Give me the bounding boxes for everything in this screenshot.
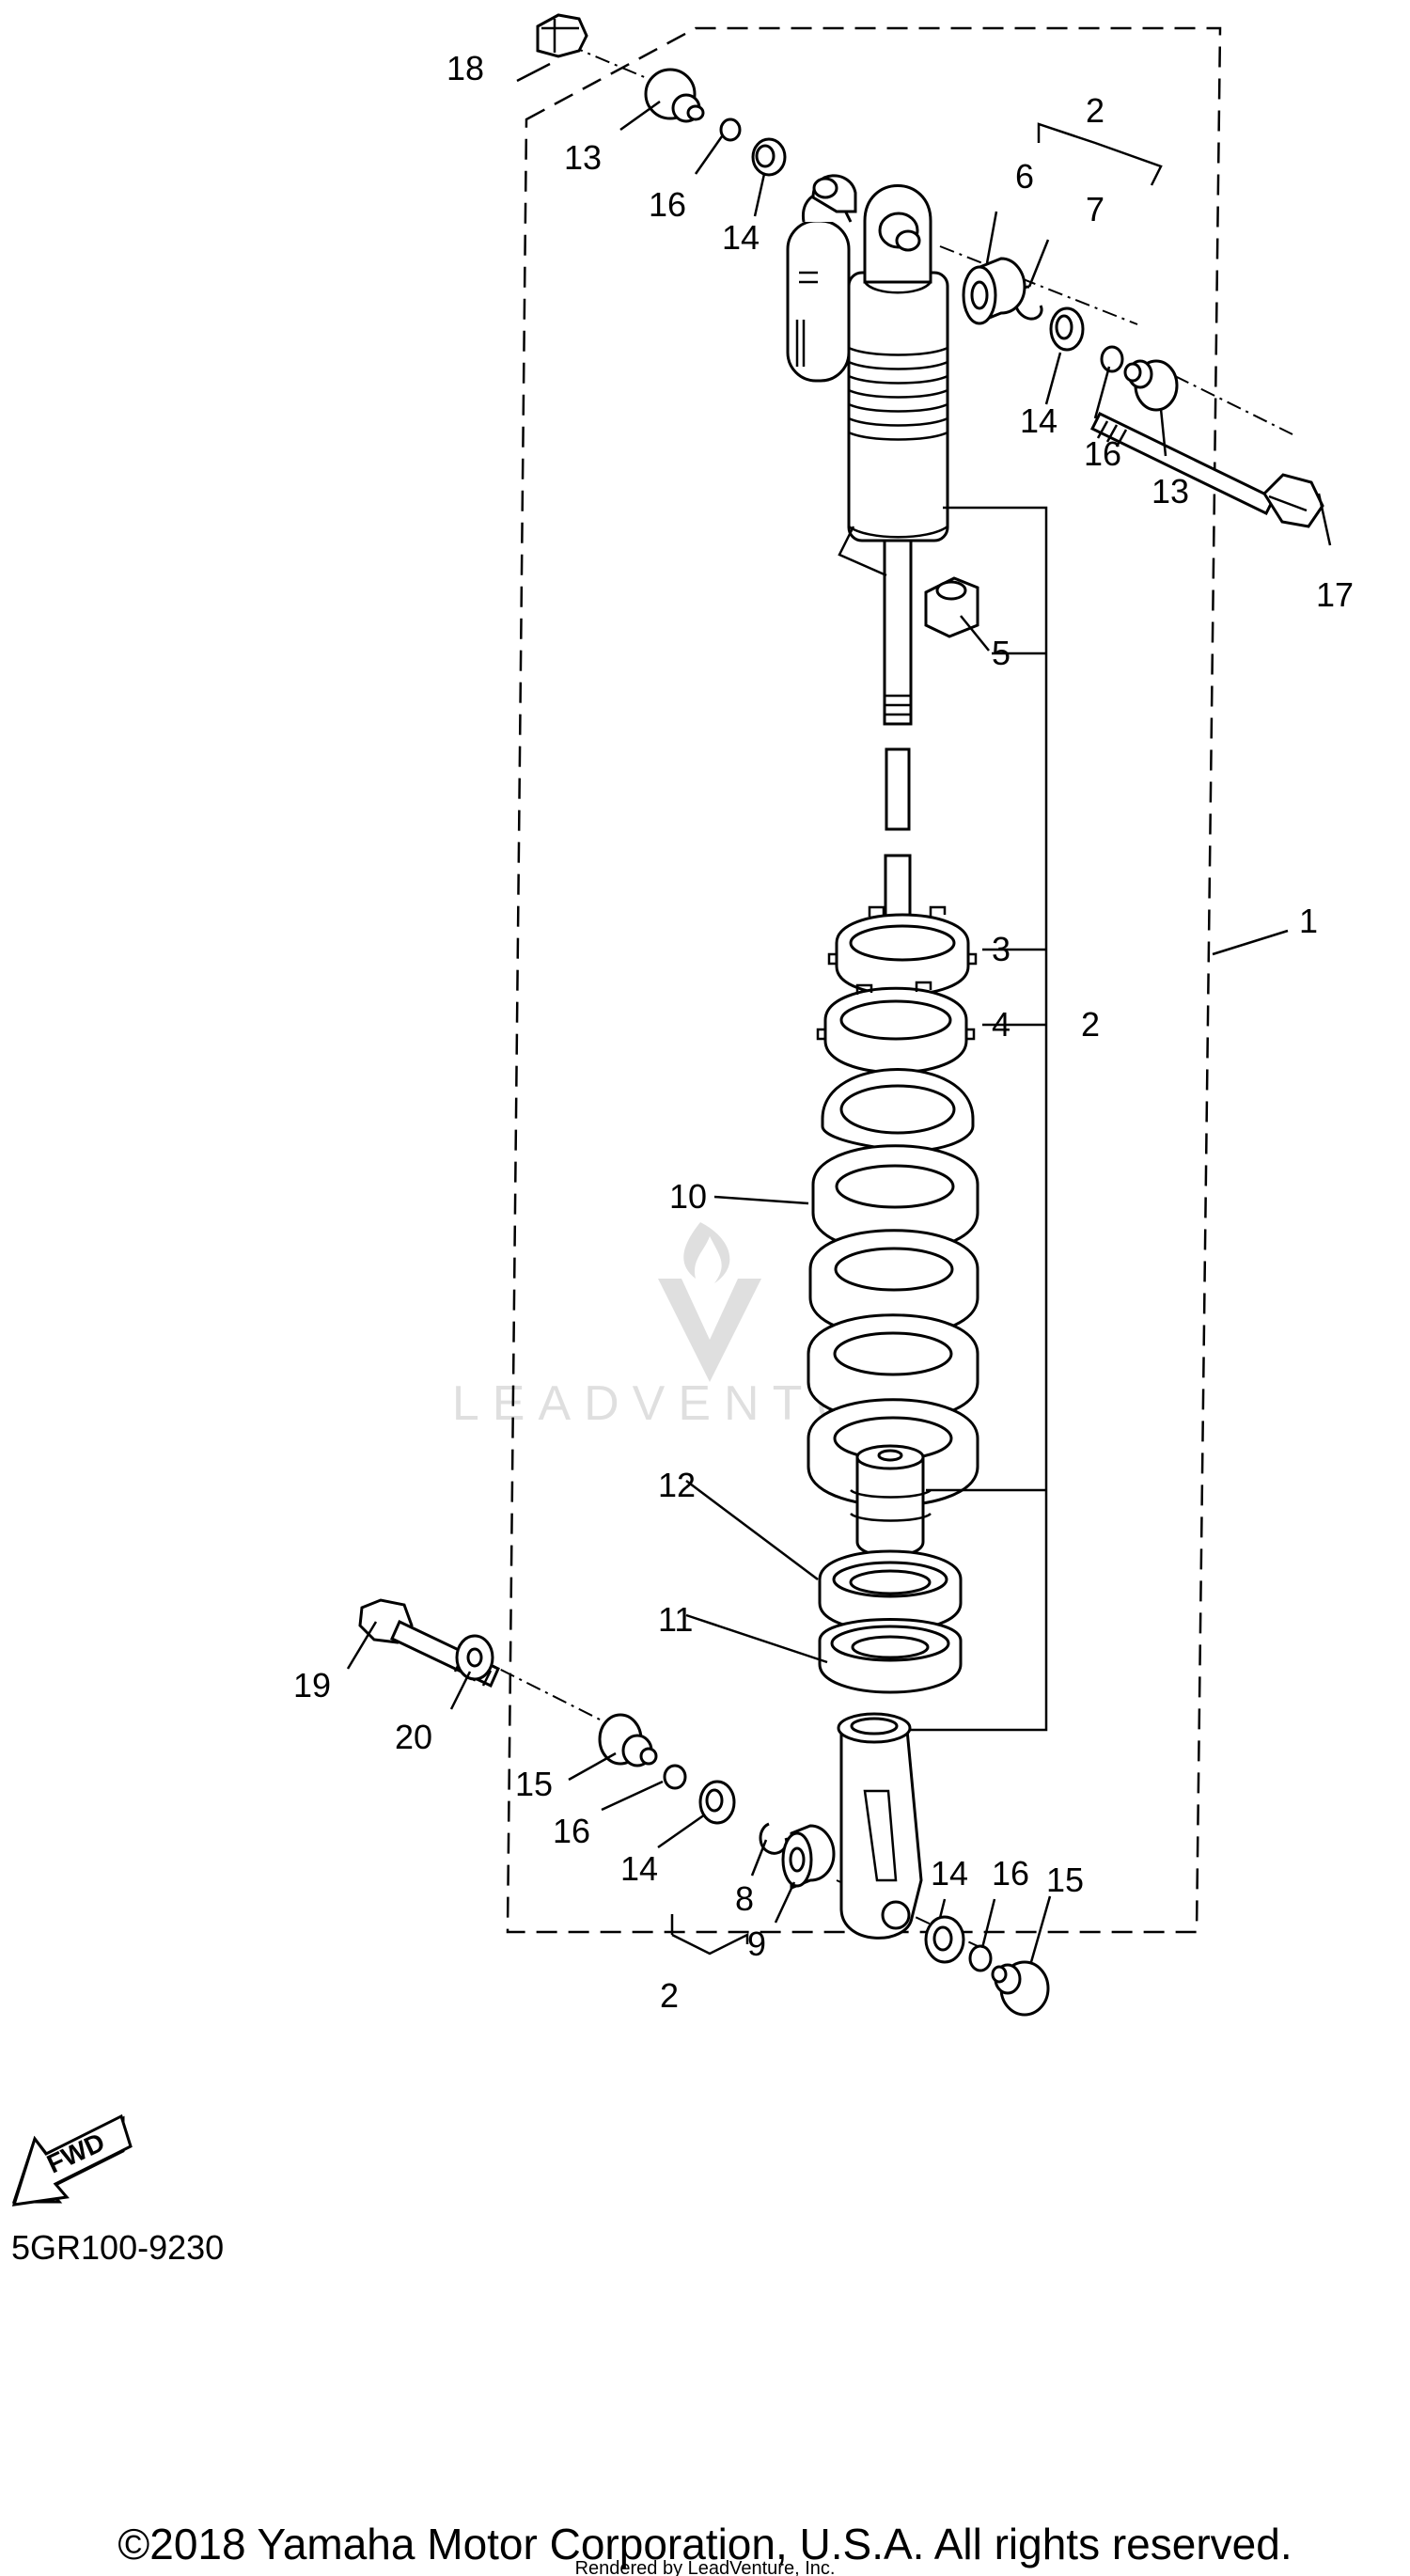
label-20: 20 xyxy=(395,1718,432,1756)
copyright-text: ©2018 Yamaha Motor Corporation, U.S.A. A… xyxy=(118,2520,1292,2568)
label-3: 3 xyxy=(992,930,1010,968)
label-16-bottom-right: 16 xyxy=(992,1854,1029,1893)
label-14-bottom-right: 14 xyxy=(931,1854,968,1893)
label-16-top: 16 xyxy=(649,185,686,224)
part-13-collar-right xyxy=(1123,359,1179,412)
bracket-assembly-2 xyxy=(910,506,1048,1732)
bump-rubber xyxy=(850,1444,932,1558)
label-1: 1 xyxy=(1299,902,1318,940)
part-20-washer xyxy=(455,1634,494,1681)
part-14-bushing-bottom-left xyxy=(698,1780,736,1825)
shock-reservoir xyxy=(786,174,857,383)
label-14-bottom-left: 14 xyxy=(620,1849,658,1888)
label-2-top: 2 xyxy=(1086,91,1104,130)
part-17-bolt xyxy=(1089,412,1324,528)
centerline-top-right xyxy=(939,245,1138,325)
label-11: 11 xyxy=(658,1600,693,1639)
rendered-by-text: Rendered by LeadVenture, Inc. xyxy=(575,2558,836,2576)
label-10: 10 xyxy=(669,1177,707,1216)
part-9-bearing xyxy=(781,1824,836,1891)
part-16-oring-right xyxy=(1100,345,1124,373)
shock-damper-body xyxy=(847,184,949,542)
label-15-right: 15 xyxy=(1046,1861,1084,1899)
label-17: 17 xyxy=(1316,575,1354,614)
label-8: 8 xyxy=(735,1879,754,1918)
label-2-mid: 2 xyxy=(1081,1005,1100,1044)
part-13-collar-top xyxy=(644,68,705,123)
label-19: 19 xyxy=(293,1666,331,1704)
part-16-oring-top xyxy=(719,118,742,142)
label-12: 12 xyxy=(658,1466,696,1504)
label-13-top: 13 xyxy=(564,138,602,177)
part-8-circlip xyxy=(759,1822,789,1855)
part-labels: 18 13 16 14 2 6 7 14 16 13 17 5 1 3 4 2 … xyxy=(293,49,1354,2015)
centerline-bottom-left xyxy=(474,1656,612,1726)
label-5: 5 xyxy=(992,634,1010,672)
shock-piston-rod xyxy=(838,526,913,726)
label-7: 7 xyxy=(1086,190,1104,228)
label-2-bottom: 2 xyxy=(660,1976,679,2015)
rod-pin-upper xyxy=(885,747,911,831)
part-18-nut xyxy=(536,13,588,58)
part-6-bearing xyxy=(962,257,1026,325)
shock-lower-clevis xyxy=(837,1712,923,1940)
part-12-spring-guide xyxy=(818,1549,963,1633)
label-15-left: 15 xyxy=(515,1765,553,1803)
label-18: 18 xyxy=(446,49,484,87)
label-13-right: 13 xyxy=(1152,472,1189,510)
part-4-adjuster-ring xyxy=(816,981,976,1075)
label-16-right: 16 xyxy=(1084,434,1121,473)
label-9: 9 xyxy=(747,1924,766,1963)
part-14-bushing-right xyxy=(1049,306,1085,352)
part-14-bushing-top xyxy=(751,137,787,177)
fwd-arrow: FWD xyxy=(11,2113,133,2207)
part-16-oring-bottom-right xyxy=(968,1944,993,1972)
part-15-collar-left xyxy=(598,1713,658,1767)
part-15-collar-right xyxy=(991,1960,1050,2017)
label-14-top: 14 xyxy=(722,218,760,257)
assembly-outline xyxy=(506,26,1222,1934)
part-3-locknut xyxy=(827,905,978,997)
label-14-right: 14 xyxy=(1020,401,1058,440)
part-10-coil-spring xyxy=(807,1068,979,1507)
part-16-oring-bottom-left xyxy=(663,1764,687,1790)
leader-lines xyxy=(346,62,1332,1963)
part-14-bushing-bottom-right xyxy=(924,1915,965,1964)
label-4: 4 xyxy=(992,1005,1010,1044)
centerline-bolt-17 xyxy=(1174,375,1293,435)
centerline-top-left xyxy=(568,44,685,95)
label-6: 6 xyxy=(1015,157,1034,196)
part-11-spring-seat xyxy=(818,1618,963,1694)
diagram-code: 5GR100-9230 xyxy=(11,2228,224,2267)
label-16-bottom-left: 16 xyxy=(553,1812,590,1850)
